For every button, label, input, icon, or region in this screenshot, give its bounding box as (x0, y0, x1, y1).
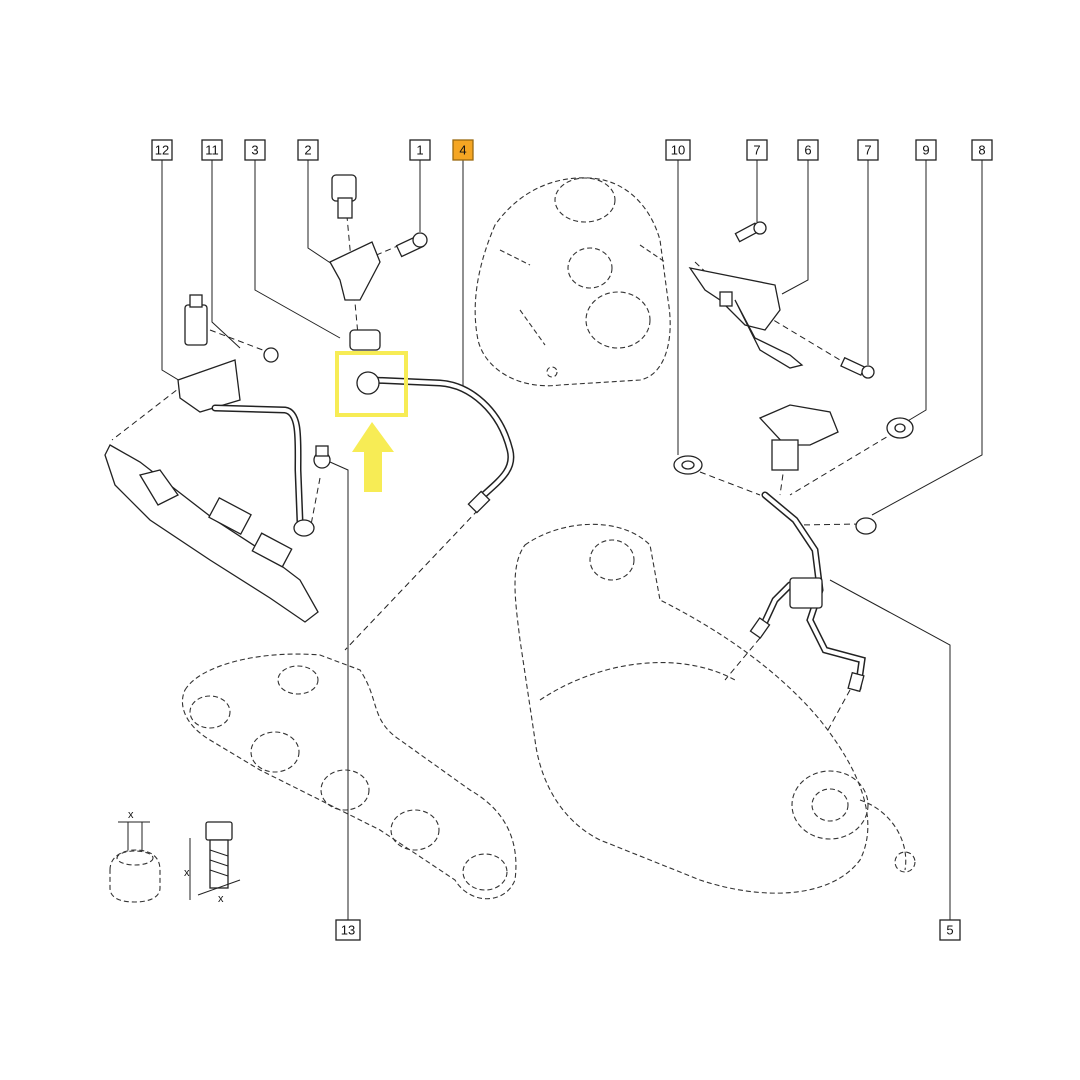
pressure-sensor-top (329, 174, 428, 351)
sensor-block-right (758, 404, 839, 471)
dimension-mark: x (218, 893, 224, 905)
callout-label: 8 (978, 143, 985, 158)
callout-label: 4 (459, 143, 466, 158)
torque-nut-icon: x (109, 809, 161, 903)
leader-lines (161, 160, 983, 920)
bolts-part-7 (734, 221, 875, 379)
particulate-filter-ghost (514, 523, 916, 894)
callout-7: 7 (746, 139, 768, 161)
callout-label: 7 (753, 143, 760, 158)
callout-label: 7 (864, 143, 871, 158)
callout-label: 2 (304, 143, 311, 158)
highlight-frame (335, 351, 408, 417)
callout-label: 3 (251, 143, 258, 158)
turbocharger-ghost (474, 177, 671, 387)
callout-1: 1 (409, 139, 431, 161)
callout-10: 10 (665, 139, 691, 161)
callout-8: 8 (971, 139, 993, 161)
pipe-part-4 (356, 371, 515, 514)
pipe-part-5 (749, 491, 866, 693)
torque-bolt-icon: x x (184, 821, 241, 905)
callout-7b: 7 (857, 139, 879, 161)
callout-11: 11 (201, 139, 223, 161)
sensor-pipe-left (211, 404, 315, 537)
callout-2: 2 (297, 139, 319, 161)
highlight-arrow (352, 422, 394, 492)
callout-5: 5 (939, 919, 961, 941)
callout-12: 12 (151, 139, 173, 161)
dimension-mark: x (184, 867, 190, 879)
callout-4-highlighted: 4 (452, 139, 474, 161)
callout-label: 10 (671, 143, 685, 158)
nuts-parts-8-9-10 (673, 417, 914, 535)
callout-6: 6 (797, 139, 819, 161)
callout-label: 9 (922, 143, 929, 158)
callout-label: 11 (205, 143, 219, 158)
callout-label: 1 (416, 143, 423, 158)
callout-3: 3 (244, 139, 266, 161)
callout-label: 12 (155, 143, 169, 158)
exhaust-manifold-ghost (181, 653, 517, 900)
callout-label: 13 (341, 923, 355, 938)
bracket-part-6 (688, 267, 804, 369)
callout-9: 9 (915, 139, 937, 161)
callout-label: 6 (804, 143, 811, 158)
callout-label: 5 (946, 923, 953, 938)
callout-13: 13 (335, 919, 361, 941)
dimension-mark: x (128, 809, 134, 821)
